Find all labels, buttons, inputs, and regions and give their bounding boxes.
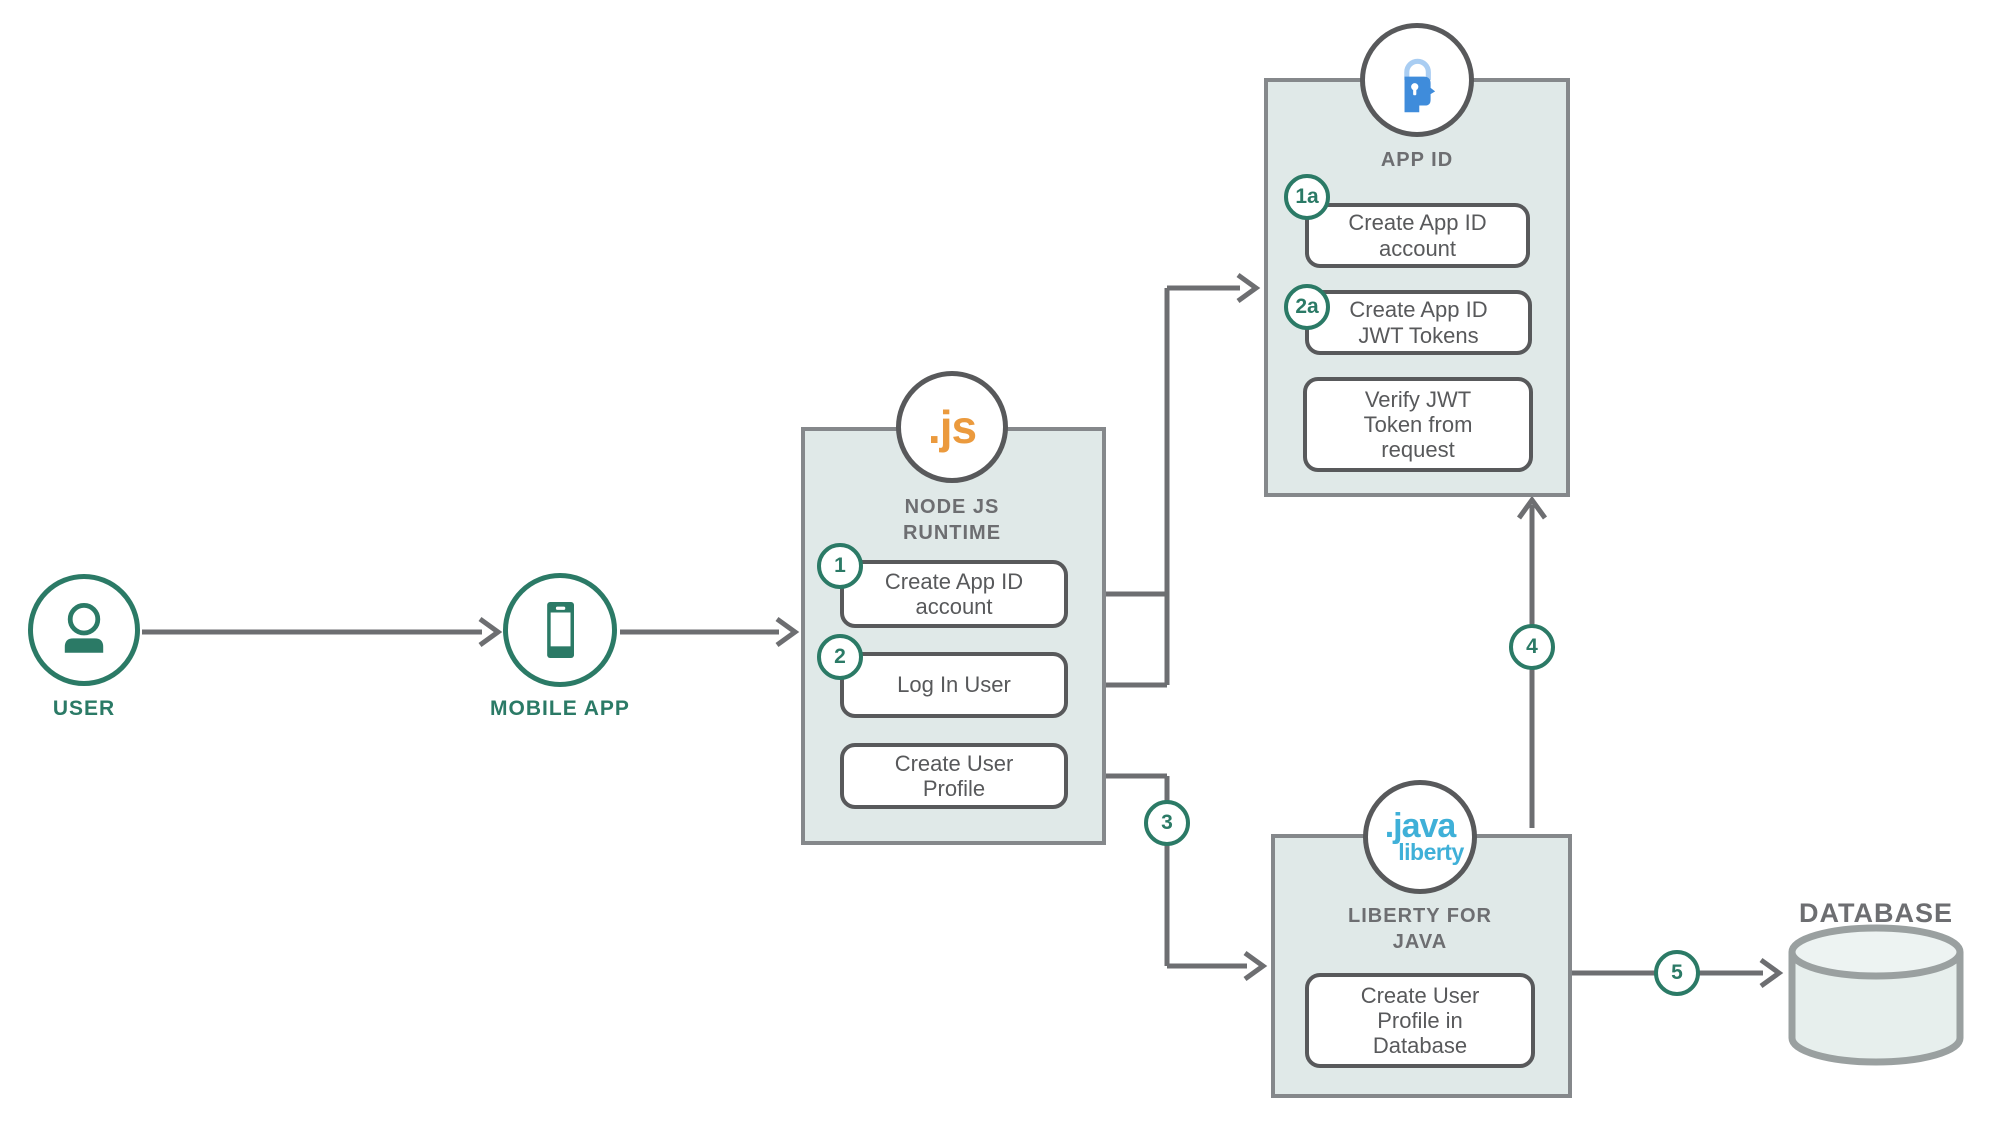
- person-icon: [64, 603, 104, 653]
- arrow-mobile-to-nodejs-head: [775, 616, 800, 648]
- database-label: DATABASE: [1799, 898, 1953, 928]
- badge-step-2: 2: [817, 634, 863, 680]
- liberty-icon-circle: .java liberty: [1363, 780, 1477, 894]
- nodejs-js-icon: .js: [927, 401, 977, 453]
- java-liberty-icon: .java liberty: [1384, 806, 1465, 866]
- step-create-user-profile-node: Create User Profile: [840, 743, 1068, 809]
- appid-panel-title: APP ID: [1380, 149, 1454, 171]
- user-avatar-circle: [28, 574, 140, 686]
- badge-step-2a: 2a: [1284, 284, 1330, 330]
- mobile-app-circle: [503, 573, 617, 687]
- smartphone-icon: [547, 602, 574, 658]
- arrow-step5-head: [1759, 957, 1784, 989]
- step-create-appid-account-appid: Create App ID account: [1305, 203, 1530, 268]
- step-create-jwt-tokens-appid: Create App ID JWT Tokens: [1305, 290, 1532, 355]
- mobile-app-label: MOBILE APP: [490, 697, 630, 720]
- nodejs-panel-title: NODE JS RUNTIME: [902, 496, 1002, 544]
- badge-step-1a: 1a: [1284, 174, 1330, 220]
- badge-step-1: 1: [817, 543, 863, 589]
- appid-icon-circle: [1360, 23, 1474, 137]
- badge-step-3: 3: [1144, 800, 1190, 846]
- step-create-user-profile-db-liberty: Create User Profile in Database: [1305, 973, 1535, 1068]
- arrow-step4-head: [1516, 495, 1548, 520]
- arrow-user-to-mobile-head: [478, 616, 503, 648]
- badge-step-4: 4: [1509, 624, 1555, 670]
- step-login-user-node: Log In User: [840, 652, 1068, 718]
- badge-step-5: 5: [1654, 950, 1700, 996]
- arrow-into-appid-head: [1236, 272, 1261, 304]
- appid-lock-face-icon: [1404, 58, 1436, 113]
- arrow-into-liberty-head: [1243, 950, 1268, 982]
- database-cylinder-icon: [1788, 924, 1964, 1066]
- step-create-appid-account-node: Create App ID account: [840, 560, 1068, 628]
- nodejs-icon-circle: .js: [896, 371, 1008, 483]
- liberty-panel-title: LIBERTY FOR JAVA: [1348, 905, 1492, 953]
- step-verify-jwt-token-appid: Verify JWT Token from request: [1303, 377, 1533, 472]
- user-label: USER: [52, 697, 116, 720]
